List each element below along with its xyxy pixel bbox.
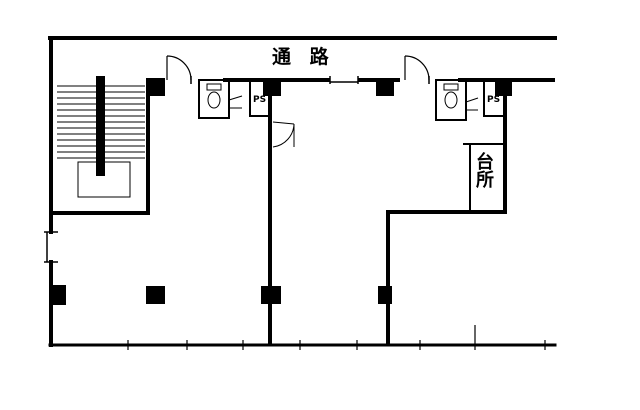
stairwell <box>51 76 150 215</box>
column <box>263 80 281 96</box>
corridor-door-right <box>404 55 430 84</box>
toilet-tank-right <box>443 83 459 91</box>
column <box>51 285 66 305</box>
west-opening <box>44 231 58 263</box>
column <box>376 80 394 96</box>
partition-door-leaf <box>272 121 295 125</box>
ps-label-left: PS <box>253 95 267 105</box>
column <box>261 286 281 304</box>
kitchen-label: 台所 <box>476 152 494 191</box>
toilet-bowl-left <box>207 91 221 109</box>
ps-label-right: PS <box>487 95 501 105</box>
outer-walls <box>48 36 557 347</box>
kitchen-walls <box>386 80 507 345</box>
corridor-label: 通 路 <box>272 46 335 68</box>
column <box>495 80 512 96</box>
column <box>146 286 165 304</box>
partition-wall-middle <box>268 80 295 345</box>
corridor-opening <box>329 76 359 84</box>
toilet-bowl-right <box>444 91 458 109</box>
toilet-tank-left <box>206 83 222 91</box>
column <box>378 286 392 304</box>
south-window-marks <box>127 325 546 350</box>
column <box>146 78 165 96</box>
columns <box>51 78 512 305</box>
stair-center-wall <box>96 76 105 176</box>
corridor-door-left <box>166 55 192 84</box>
